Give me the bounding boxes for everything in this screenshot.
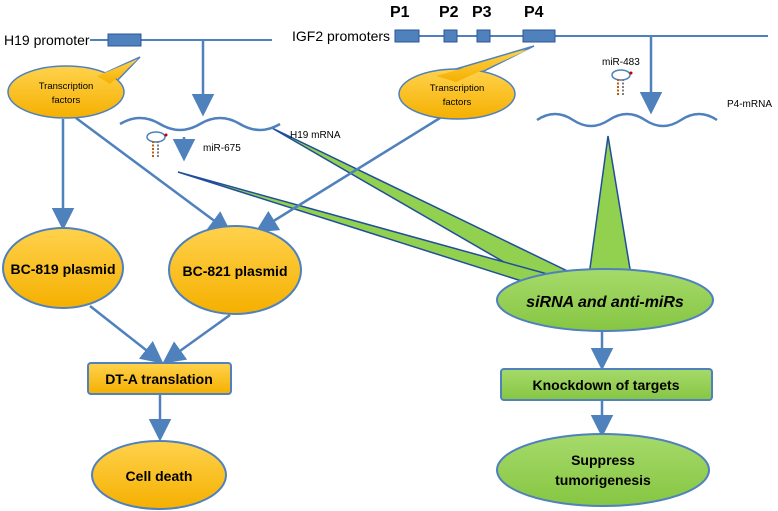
p4-label: P4: [524, 4, 544, 21]
igf2-promoters-label: IGF2 promoters: [292, 28, 390, 44]
p4-mrna-label: P4-mRNA: [727, 99, 772, 110]
suppress-node: [496, 433, 710, 507]
h19-exon: [107, 33, 142, 47]
p3-label: P3: [472, 4, 492, 21]
arrow-bc819-to-dta: [89, 305, 164, 364]
suppress-label-1: Suppress: [571, 452, 635, 468]
suppress-label-2: tumorigenesis: [555, 472, 651, 488]
dta-node: [87, 362, 232, 395]
h19-promoter-label: H19 promoter: [4, 32, 90, 48]
bc821-label: BC-821 plasmid: [182, 263, 287, 279]
tf-right-label-2: factors: [443, 97, 472, 108]
arrow-tfright-to-bc821: [255, 116, 441, 233]
wedge-h19-mrna: [271, 127, 588, 292]
tf-right-bubble: [398, 45, 535, 120]
tf-right-label-1: Transcription: [430, 83, 485, 94]
h19-mrna-wave: [119, 116, 281, 132]
tf-left-label-1: Transcription: [39, 81, 94, 92]
sirna-node: [496, 268, 714, 332]
igf2-p2-box: [443, 29, 458, 43]
tf-left-bubble: [7, 56, 141, 119]
wedge-p4-mrna: [587, 135, 633, 284]
bc819-label: BC-819 plasmid: [10, 261, 115, 277]
p4-mrna-wave: [536, 112, 718, 128]
cell-death-node: [91, 440, 227, 510]
mir675-label: miR-675: [203, 143, 241, 154]
igf2-p3-box: [476, 29, 491, 43]
igf2-p4-box: [522, 29, 556, 43]
arrow-tfleft-to-bc821: [75, 116, 232, 234]
mir675-hairpin-icon: [146, 131, 168, 158]
h19-mrna-label: H19 mRNA: [290, 130, 341, 141]
p2-label: P2: [439, 4, 459, 21]
cell-death-label: Cell death: [126, 468, 193, 484]
tf-left-label-2: factors: [52, 95, 81, 106]
igf2-p1-box: [394, 29, 420, 43]
knockdown-node: [500, 368, 713, 401]
mir483-label: miR-483: [602, 57, 640, 68]
knockdown-label: Knockdown of targets: [532, 377, 679, 393]
bc821-node: [168, 225, 302, 315]
sirna-label: siRNA and anti-miRs: [526, 294, 684, 311]
dta-label: DT-A translation: [105, 371, 213, 387]
bc819-node: [2, 227, 124, 309]
arrow-bc821-to-dta: [162, 313, 231, 364]
mir483-hairpin-icon: [611, 69, 633, 96]
p1-label: P1: [390, 4, 410, 21]
